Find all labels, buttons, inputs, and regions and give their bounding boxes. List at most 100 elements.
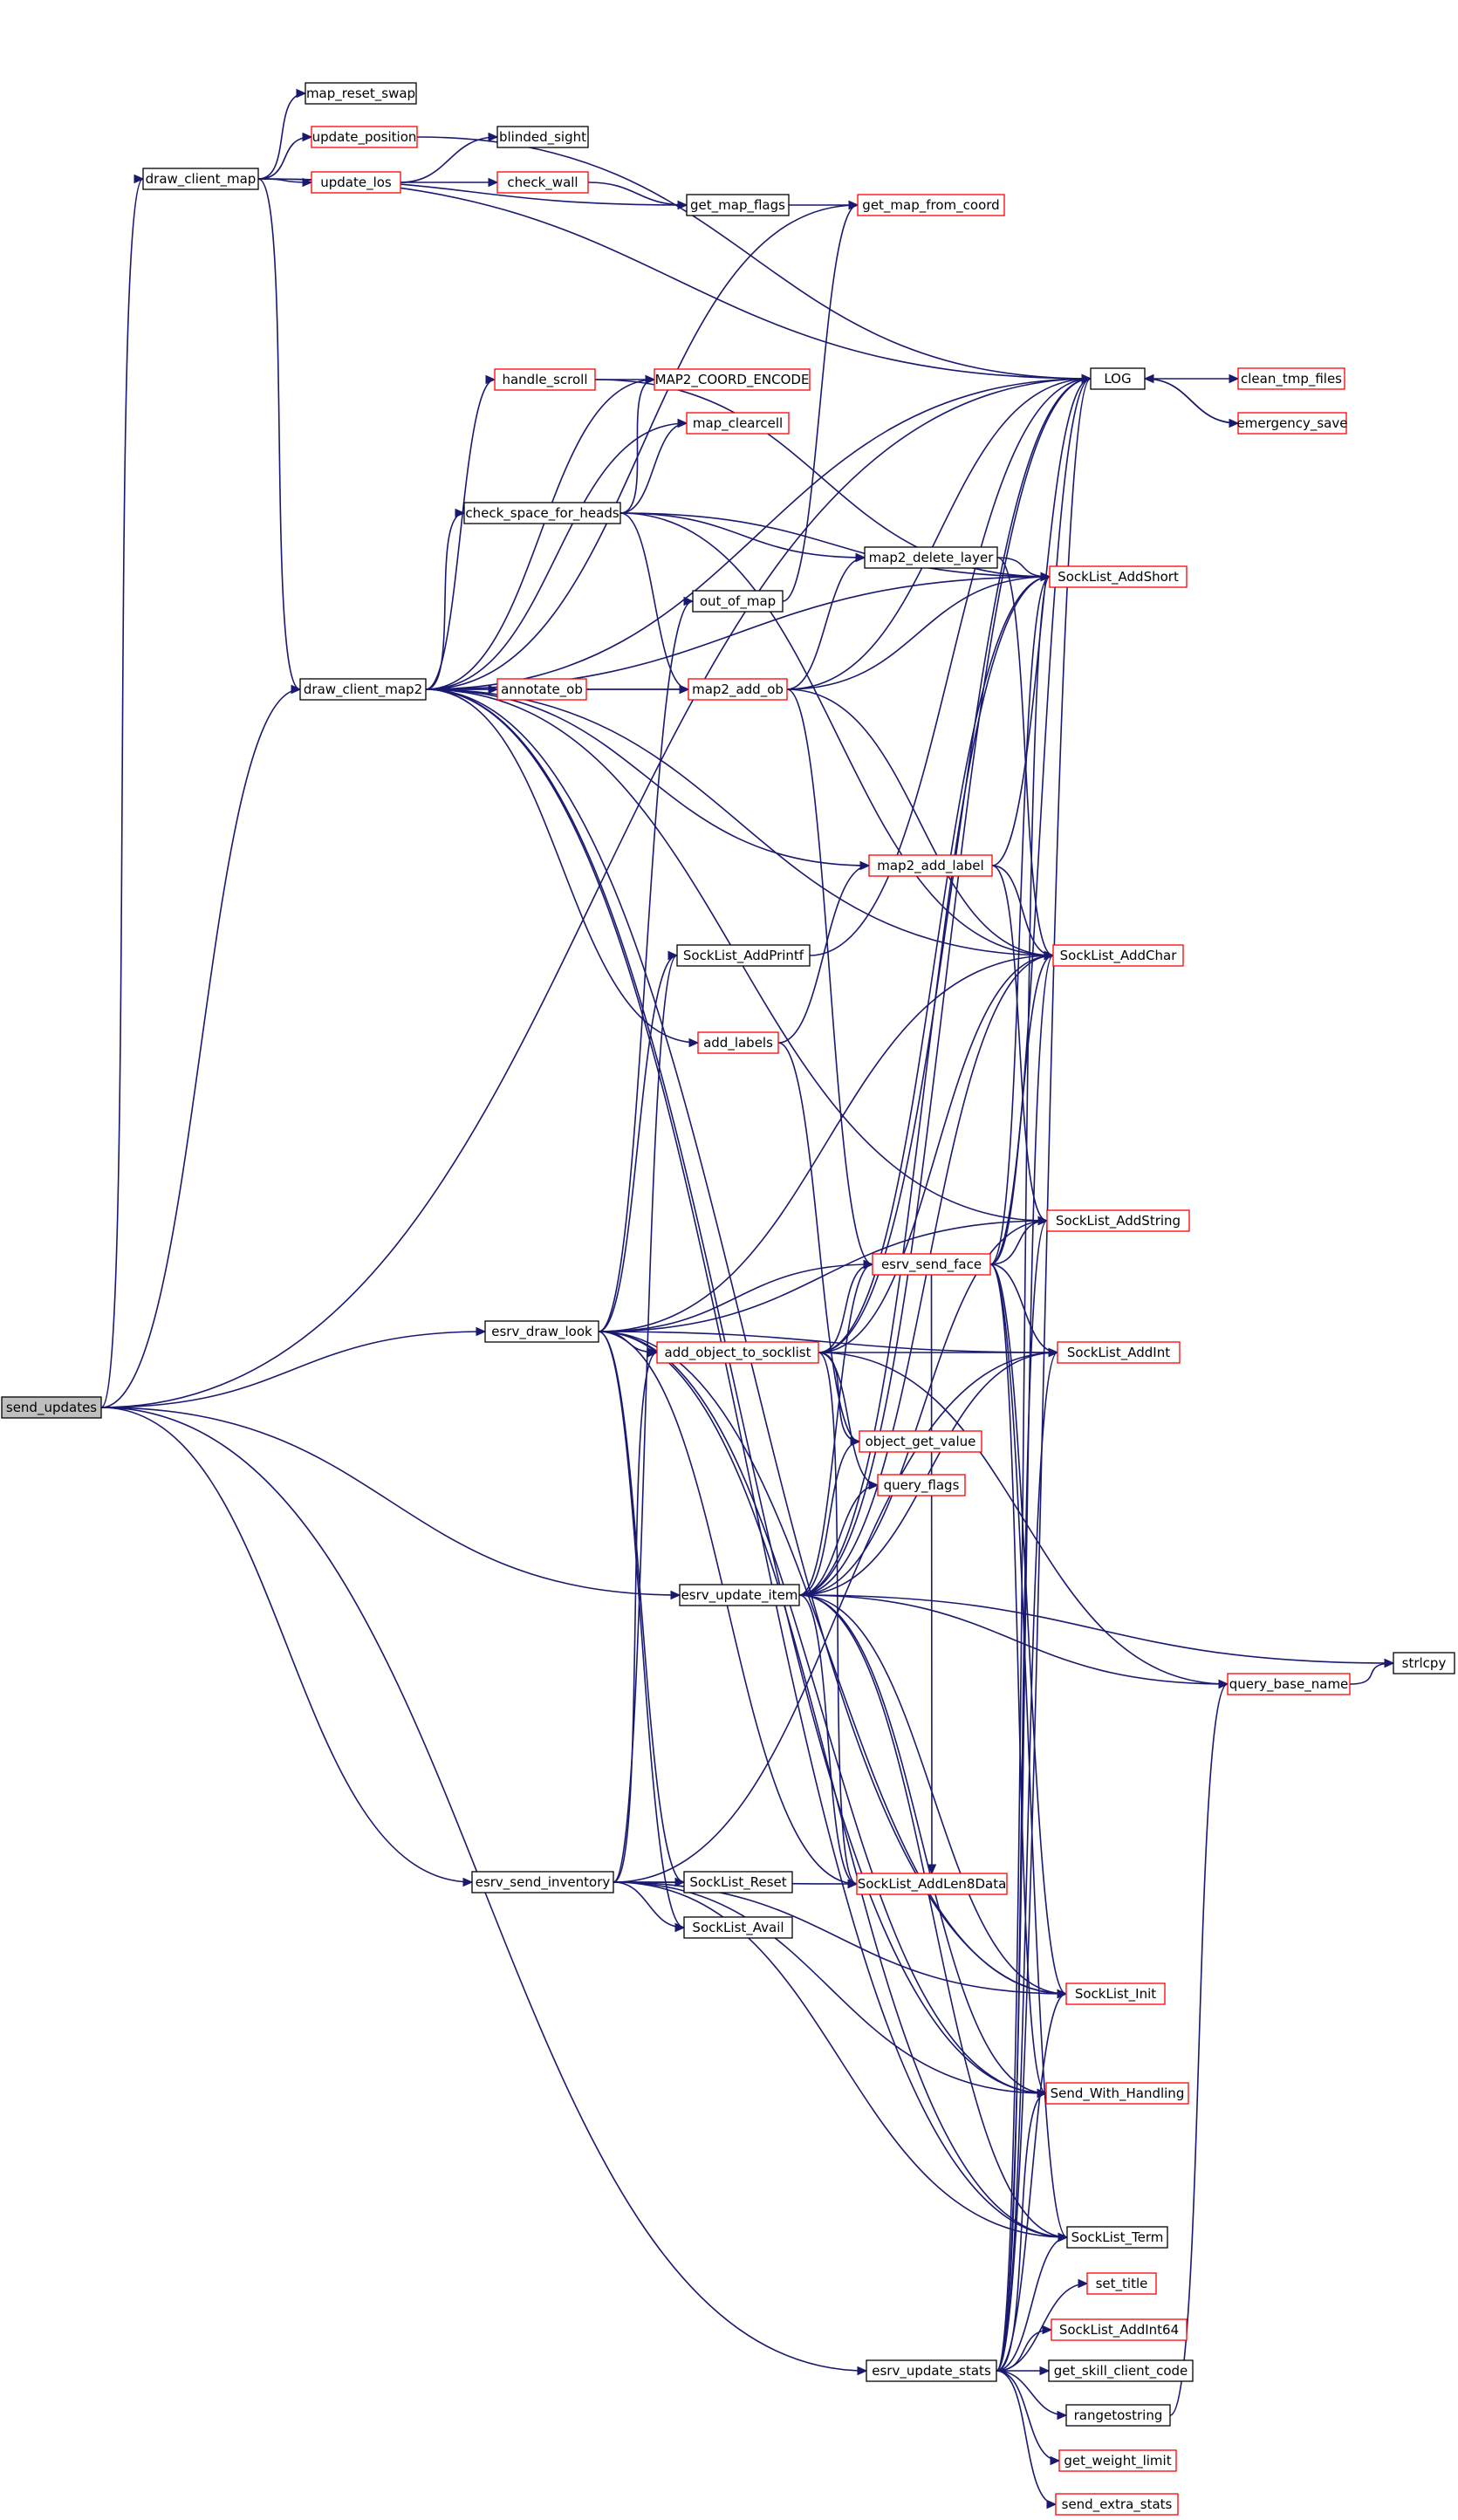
node-SockList_AddString[interactable]: SockList_AddString <box>1046 1209 1190 1232</box>
arrowhead-send_updates-to-esrv_send_inventory <box>462 1877 474 1887</box>
node-get_map_flags[interactable]: get_map_flags <box>686 194 790 216</box>
arrowhead-esrv_update_stats-to-get_weight_limit <box>1050 2455 1061 2466</box>
node-label-map_clearcell: map_clearcell <box>693 415 783 432</box>
node-draw_client_map[interactable]: draw_client_map <box>142 168 259 190</box>
node-label-esrv_update_item: esrv_update_item <box>681 1587 798 1604</box>
node-blinded_sight[interactable]: blinded_sight <box>496 126 589 148</box>
node-rangetostring[interactable]: rangetostring <box>1065 2404 1171 2427</box>
node-emergency_save[interactable]: emergency_save <box>1237 412 1348 435</box>
node-label-SockList_AddInt64: SockList_AddInt64 <box>1059 2322 1179 2339</box>
node-map_reset_swap[interactable]: map_reset_swap <box>305 82 417 105</box>
node-map2_add_ob[interactable]: map2_add_ob <box>688 678 788 701</box>
node-label-rangetostring: rangetostring <box>1074 2407 1163 2423</box>
node-label-map2_add_label: map2_add_label <box>877 858 983 874</box>
node-SockList_AddInt[interactable]: SockList_AddInt <box>1057 1341 1181 1364</box>
edge-check_space_for_heads-to-map2_delete_layer <box>619 512 866 558</box>
node-esrv_send_face[interactable]: esrv_send_face <box>872 1253 991 1276</box>
arrowhead-send_updates-to-draw_client_map <box>133 174 145 184</box>
node-label-query_flags: query_flags <box>884 1477 960 1494</box>
node-handle_scroll[interactable]: handle_scroll <box>494 368 596 391</box>
node-draw_client_map2[interactable]: draw_client_map2 <box>299 678 427 701</box>
edge-esrv_draw_look-to-out_of_map <box>598 600 694 1332</box>
node-out_of_map[interactable]: out_of_map <box>692 590 784 613</box>
edge-out_of_map-to-get_map_from_coord <box>782 204 859 602</box>
edge-draw_client_map2-to-check_space_for_heads <box>425 512 465 690</box>
edge-esrv_draw_look-to-esrv_send_face <box>598 1263 873 1332</box>
node-Send_With_Handling[interactable]: Send_With_Handling <box>1045 2082 1189 2105</box>
arrowhead-draw_client_map2-to-add_labels <box>688 1037 700 1048</box>
edge-map2_add_ob-to-SockList_AddChar <box>786 688 1054 956</box>
edge-esrv_update_item-to-SockList_AddShort <box>798 576 1051 1596</box>
node-esrv_update_stats[interactable]: esrv_update_stats <box>866 2359 997 2382</box>
node-label-map2_delete_layer: map2_delete_layer <box>869 550 995 566</box>
node-send_updates[interactable]: send_updates <box>1 1396 102 1419</box>
node-box-check_space_for_heads <box>463 502 621 524</box>
node-SockList_AddPrintf[interactable]: SockList_AddPrintf <box>676 944 811 967</box>
edge-add_object_to_socklist-to-query_flags <box>818 1352 879 1486</box>
node-SockList_AddLen8Data[interactable]: SockList_AddLen8Data <box>856 1873 1008 1895</box>
node-update_los[interactable]: update_los <box>311 171 401 194</box>
node-box-get_skill_client_code <box>1048 2359 1194 2382</box>
arrowhead-esrv_update_stats-to-LOG <box>1081 373 1092 384</box>
node-map_clearcell[interactable]: map_clearcell <box>686 412 790 435</box>
node-MAP2_COORD_ENCODE[interactable]: MAP2_COORD_ENCODE <box>654 368 811 391</box>
node-add_object_to_socklist[interactable]: add_object_to_socklist <box>656 1341 819 1364</box>
node-map2_delete_layer[interactable]: map2_delete_layer <box>864 546 998 569</box>
edge-map2_add_ob-to-esrv_send_face <box>786 688 873 1265</box>
node-box-query_flags <box>877 1474 966 1496</box>
node-label-esrv_send_face: esrv_send_face <box>881 1257 982 1273</box>
node-SockList_Init[interactable]: SockList_Init <box>1065 1982 1166 2005</box>
node-annotate_ob[interactable]: annotate_ob <box>496 678 587 701</box>
node-label-Send_With_Handling: Send_With_Handling <box>1051 2085 1185 2102</box>
arrowhead-rangetostring-to-query_base_name <box>1218 1679 1229 1689</box>
node-box-SockList_Reset <box>683 1871 793 1893</box>
node-box-emergency_save <box>1237 412 1347 435</box>
node-label-send_extra_stats: send_extra_stats <box>1062 2496 1173 2513</box>
node-SockList_AddInt64[interactable]: SockList_AddInt64 <box>1051 2318 1188 2341</box>
arrowhead-send_updates-to-esrv_update_item <box>670 1590 681 1600</box>
node-box-esrv_update_stats <box>866 2359 997 2382</box>
node-send_extra_stats[interactable]: send_extra_stats <box>1055 2493 1179 2516</box>
node-SockList_Term[interactable]: SockList_Term <box>1066 2226 1168 2249</box>
node-label-map_reset_swap: map_reset_swap <box>306 86 415 102</box>
node-get_weight_limit[interactable]: get_weight_limit <box>1058 2449 1177 2472</box>
edge-esrv_update_item-to-SockList_AddString <box>798 1220 1048 1596</box>
node-update_position[interactable]: update_position <box>311 126 418 148</box>
node-LOG[interactable]: LOG <box>1090 367 1146 390</box>
arrowhead-esrv_update_item-to-query_flags <box>868 1480 880 1490</box>
node-label-MAP2_COORD_ENCODE: MAP2_COORD_ENCODE <box>655 372 810 388</box>
node-label-SockList_AddPrintf: SockList_AddPrintf <box>683 948 804 964</box>
node-SockList_AddShort[interactable]: SockList_AddShort <box>1049 565 1188 588</box>
node-strlcpy[interactable]: strlcpy <box>1393 1652 1455 1674</box>
edge-check_space_for_heads-to-SockList_AddChar <box>619 512 1054 956</box>
node-get_map_from_coord[interactable]: get_map_from_coord <box>857 194 1005 216</box>
node-esrv_update_item[interactable]: esrv_update_item <box>679 1584 800 1606</box>
arrowhead-esrv_update_stats-to-SockList_AddString <box>1037 1215 1049 1226</box>
node-map2_add_label[interactable]: map2_add_label <box>868 854 993 877</box>
arrowhead-esrv_update_item-to-esrv_send_face <box>863 1259 874 1270</box>
node-add_labels[interactable]: add_labels <box>697 1031 779 1054</box>
node-label-SockList_Term: SockList_Term <box>1071 2229 1164 2246</box>
node-box-SockList_AddLen8Data <box>856 1873 1008 1895</box>
edge-draw_client_map-to-map_reset_swap <box>257 92 306 180</box>
edge-esrv_update_stats-to-LOG <box>996 378 1092 2372</box>
node-box-set_title <box>1086 2272 1157 2295</box>
node-query_base_name[interactable]: query_base_name <box>1227 1673 1351 1695</box>
node-SockList_Avail[interactable]: SockList_Avail <box>683 1916 793 1939</box>
node-query_flags[interactable]: query_flags <box>877 1474 966 1496</box>
node-SockList_Reset[interactable]: SockList_Reset <box>683 1871 793 1893</box>
edge-esrv_update_stats-to-SockList_AddInt <box>996 1352 1058 2372</box>
edge-send_updates-to-esrv_update_item <box>100 1407 681 1596</box>
node-clean_tmp_files[interactable]: clean_tmp_files <box>1237 367 1345 390</box>
node-object_get_value[interactable]: object_get_value <box>859 1430 982 1453</box>
node-label-LOG: LOG <box>1104 371 1131 387</box>
node-set_title[interactable]: set_title <box>1086 2272 1157 2295</box>
node-esrv_send_inventory[interactable]: esrv_send_inventory <box>471 1871 614 1893</box>
node-check_wall[interactable]: check_wall <box>496 171 589 194</box>
node-esrv_draw_look[interactable]: esrv_draw_look <box>484 1320 599 1343</box>
node-box-get_map_flags <box>686 194 790 216</box>
arrowhead-esrv_update_stats-to-SockList_AddChar <box>1044 950 1055 961</box>
node-SockList_AddChar[interactable]: SockList_AddChar <box>1052 944 1184 967</box>
node-check_space_for_heads[interactable]: check_space_for_heads <box>463 502 621 524</box>
node-get_skill_client_code[interactable]: get_skill_client_code <box>1048 2359 1194 2382</box>
